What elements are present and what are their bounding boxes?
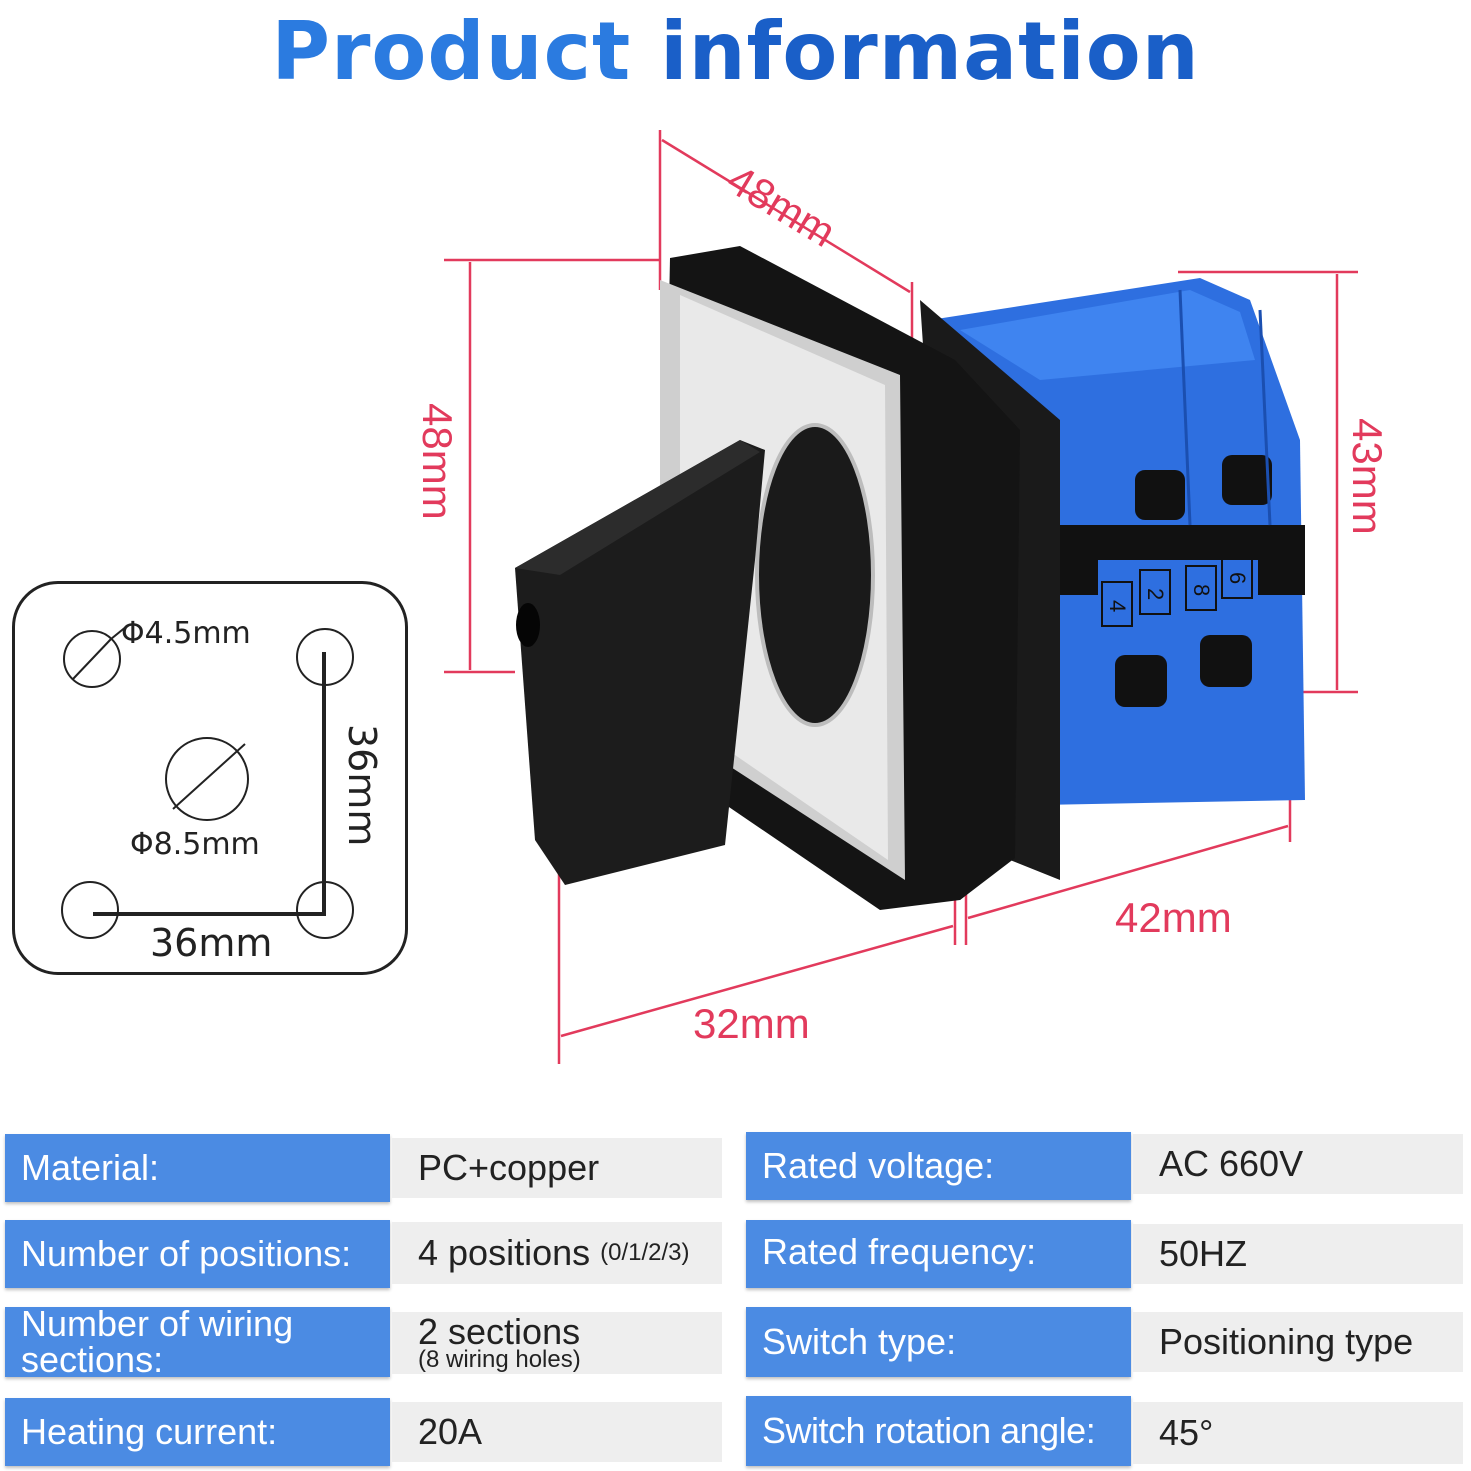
dim-body-depth: 42mm [1115,894,1232,941]
spec-value-heating-current: 20A [392,1402,722,1462]
page-title: Product information [0,12,1471,92]
title-word-information: information [660,5,1200,98]
terminal-label-8: 8 [1189,584,1214,596]
spec-value-wiring-sections: 2 sections (8 wiring holes) [392,1312,722,1374]
product-illustration: 4 2 8 6 [444,130,1358,1064]
spec-label-positions: Number of positions: [5,1220,390,1288]
spec-value-switch-type: Positioning type [1133,1312,1463,1372]
small-hole-label: Φ4.5mm [121,616,251,651]
positions-value: 4 positions [418,1232,591,1273]
mounting-holes [61,625,354,939]
mounting-diagram: Φ4.5mm Φ8.5mm 36mm 36mm [12,581,408,975]
dim-body-height: 43mm [1344,418,1391,535]
terminal-label-2: 2 [1143,588,1168,600]
terminal-label-6: 6 [1225,572,1250,584]
spec-label-rotation-angle: Switch rotation angle: [746,1396,1131,1466]
terminal-label-4: 4 [1105,600,1130,612]
dim-front-depth: 32mm [693,1000,810,1047]
spec-value-rated-frequency: 50HZ [1133,1224,1463,1284]
wiring-sections-value: 2 sections [418,1311,581,1352]
rotary-knob [515,440,765,885]
horizontal-spacing-label: 36mm [150,921,273,965]
spec-value-rotation-angle: 45° [1133,1402,1463,1464]
spec-label-switch-type: Switch type: [746,1307,1131,1377]
spec-label-rated-frequency: Rated frequency: [746,1220,1131,1288]
title-word-product: Product [271,5,632,98]
spec-label-rated-voltage: Rated voltage: [746,1132,1131,1200]
spec-value-positions: 4 positions (0/1/2/3) [392,1222,722,1284]
wiring-sections-note: (8 wiring holes) [418,1346,581,1373]
positions-note: (0/1/2/3) [600,1239,690,1266]
spec-value-rated-voltage: AC 660V [1133,1134,1463,1194]
spec-value-material: PC+copper [392,1138,722,1198]
dim-front-height: 48mm [414,403,461,520]
spec-label-wiring-sections: Number of wiring sections: [5,1306,390,1378]
center-hole-label: Φ8.5mm [130,827,260,862]
spec-label-heating-current: Heating current: [5,1398,390,1466]
vertical-spacing-label: 36mm [340,724,384,847]
spec-label-material: Material: [5,1134,390,1202]
